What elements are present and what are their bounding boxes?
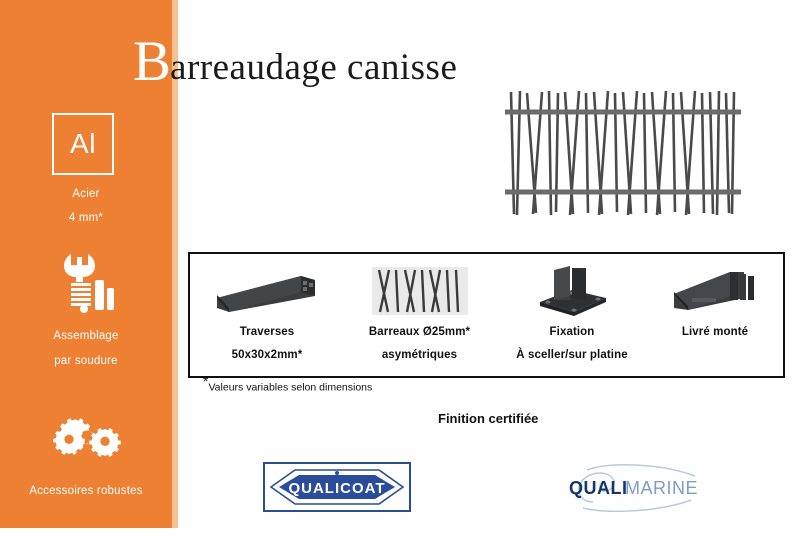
feature-caption-primary: Barreaux Ø25mm* [368,326,471,338]
footnote: *Valeurs variables selon dimensions [203,374,373,394]
qualimarine-wordmark-light: MARINE [625,478,698,498]
welding-torch-icon [0,252,172,319]
feature-item-traverses: Traverses 50x30x2mm* [192,254,342,376]
material-badge: Al [52,113,114,175]
sidebar-accent-stripe [172,0,178,528]
qualicoat-logo: QUALICOAT [263,462,411,512]
qualimarine-logo: QUALI MARINE [563,462,713,513]
feature-caption-secondary: asymétriques [381,349,458,361]
material-label: Acier [72,188,100,200]
canisse-railing-photo [503,88,743,218]
feature-item-barreaux: Barreaux Ø25mm* asymétriques [342,254,497,376]
feature-caption-primary: Fixation [549,326,595,338]
material-thickness: 4 mm* [68,212,104,224]
gears-icon [0,418,172,481]
feature-item-livre-monte: Livré monté [647,254,783,376]
feature-caption-secondary: 50x30x2mm* [231,349,303,361]
feature-caption-primary: Livré monté [681,326,749,338]
page-title-capital: B [133,30,172,93]
post-base-plate-photo [497,260,647,322]
accessories-label: Accessoires robustes [29,485,143,497]
footnote-asterisk: * [203,373,209,389]
asymmetric-bars-photo [342,260,497,322]
footnote-text: Valeurs variables selon dimensions [208,381,373,394]
assembled-profile-photo [647,260,783,322]
assembly-label-line1: Assemblage [53,330,119,342]
page-title: B arreaudage canisse [133,30,458,93]
feature-box: Traverses 50x30x2mm* [188,252,785,378]
qualicoat-wordmark: QUALICOAT [288,480,385,497]
certification-title: Finition certifiée [438,411,539,426]
feature-caption-primary: Traverses [239,326,295,338]
qualimarine-wordmark-bold: QUALI [569,478,628,498]
assembly-label-line2: par soudure [54,355,118,367]
material-symbol: Al [70,128,96,159]
page-title-rest: arreaudage canisse [170,47,458,88]
feature-item-fixation: Fixation À sceller/sur platine [497,254,647,376]
crossbar-profile-photo [192,260,342,322]
feature-caption-secondary: À sceller/sur platine [516,349,628,361]
